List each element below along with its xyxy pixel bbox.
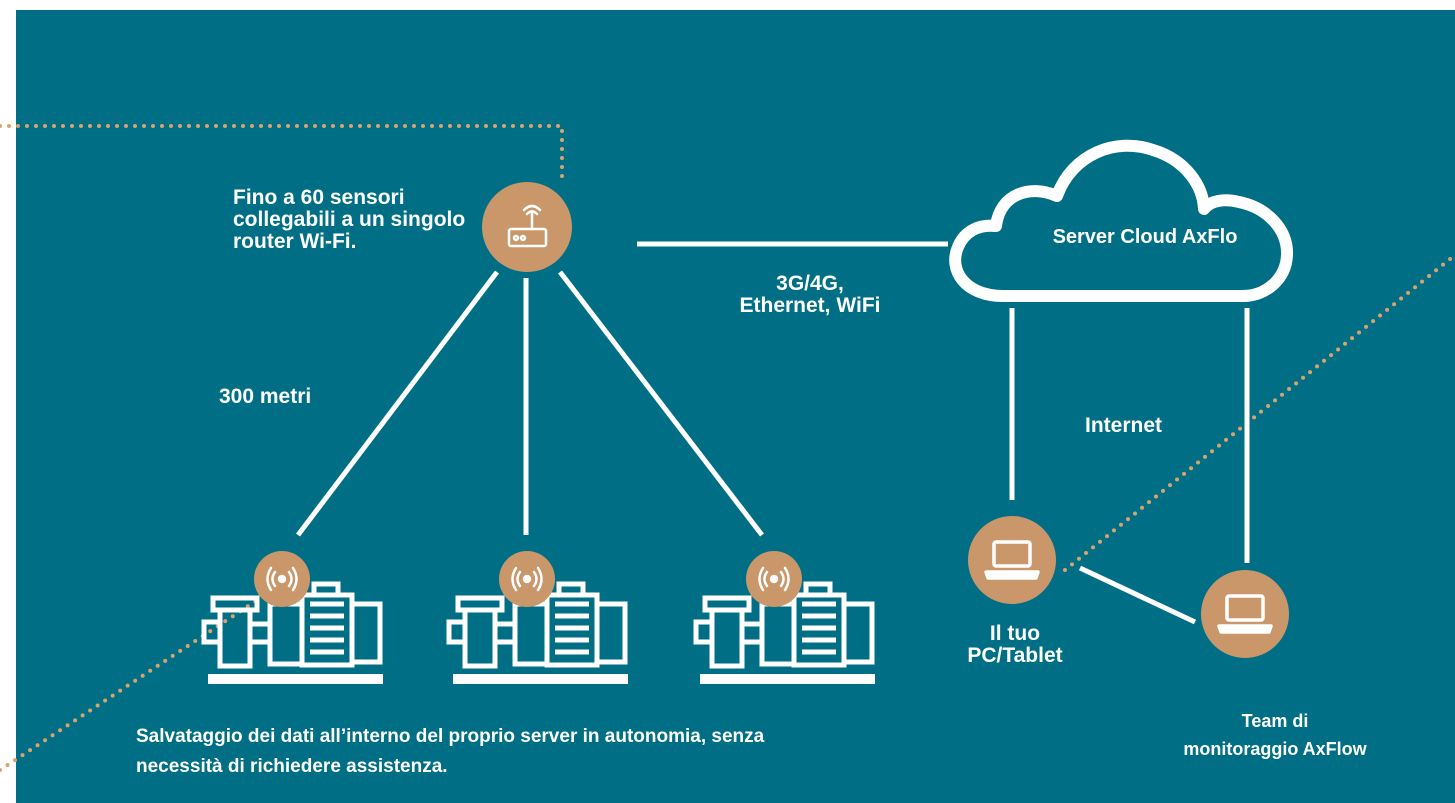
sensor-pump-2 bbox=[446, 551, 628, 684]
sensor-pump-3 bbox=[693, 551, 875, 684]
pc-label-line-2: PC/Tablet bbox=[967, 644, 1063, 668]
wireless-sensor-icon bbox=[758, 566, 790, 592]
laptop-icon bbox=[1217, 594, 1273, 634]
pc-label-line-1: Il tuo bbox=[989, 622, 1041, 645]
dotted-line-diagonal-right bbox=[1063, 253, 1455, 572]
wifi-router-icon bbox=[507, 204, 548, 248]
link-router-sensor-3 bbox=[558, 270, 764, 537]
team-label: Team di monitoraggio AxFlow bbox=[1140, 708, 1410, 764]
team-node bbox=[1201, 570, 1289, 658]
footer-line-1: Salvataggio dei dati all’interno del pro… bbox=[136, 726, 765, 747]
diagram-background bbox=[16, 10, 1455, 803]
connection-lines bbox=[296, 241, 1250, 625]
sensor-pump-1 bbox=[201, 551, 383, 684]
pump-icon bbox=[693, 581, 875, 684]
footer-line-2: necessità di richiedere assistenza. bbox=[136, 756, 448, 778]
link-pc-team bbox=[1078, 565, 1197, 625]
connectivity-line-1: 3G/4G, bbox=[776, 272, 844, 295]
dotted-line-top bbox=[0, 124, 564, 182]
pump-icon bbox=[446, 581, 628, 684]
link-router-sensor-1 bbox=[296, 270, 499, 537]
connectivity-label: 3G/4G, Ethernet, WiFi bbox=[690, 272, 930, 318]
dotted-decoration bbox=[0, 124, 1455, 772]
wireless-sensor-icon bbox=[266, 566, 298, 592]
team-label-line-1: Team di bbox=[1241, 711, 1309, 731]
cloud-icon bbox=[949, 139, 1293, 302]
cloud-server-label: Server Cloud AxFlo bbox=[1052, 226, 1238, 248]
connectivity-line-2: Ethernet, WiFi bbox=[739, 294, 881, 318]
router-capacity-label: Fino a 60 sensori collegabili a un singo… bbox=[233, 186, 466, 254]
pc-tablet-node bbox=[968, 516, 1056, 604]
distance-label: 300 metri bbox=[219, 385, 312, 408]
pc-tablet-label: Il tuo PC/Tablet bbox=[950, 622, 1080, 668]
dotted-line-diagonal-left bbox=[0, 583, 282, 772]
laptop-icon bbox=[984, 540, 1040, 580]
router-node bbox=[482, 182, 572, 272]
wireless-sensor-icon bbox=[511, 566, 543, 592]
footer-description: Salvataggio dei dati all’interno del pro… bbox=[136, 722, 976, 783]
pump-icon bbox=[201, 581, 383, 684]
internet-label: Internet bbox=[1085, 414, 1163, 437]
team-label-line-2: monitoraggio AxFlow bbox=[1183, 738, 1367, 759]
